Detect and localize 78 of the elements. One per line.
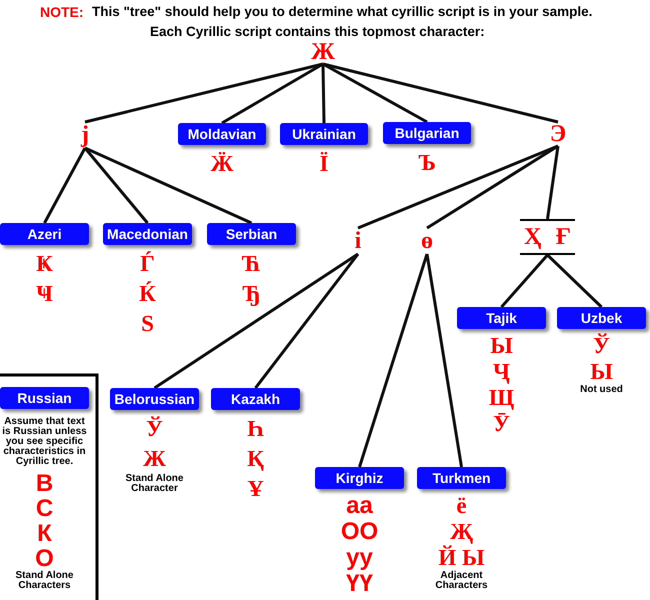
language-box: Russian: [0, 387, 89, 409]
language-box: Bulgarian: [383, 122, 471, 144]
cyrillic-letter: Ҳ: [524, 225, 542, 249]
note-text: Each Cyrillic script contains this topmost character:: [150, 24, 485, 39]
cyrillic-letter: Ў: [593, 333, 610, 359]
cyrillic-letter: Щ: [488, 385, 514, 411]
cyrillic-letter: ОО: [340, 519, 378, 545]
note-text: Stand Alone Character: [124, 474, 184, 494]
cyrillic-letter: Ѕ: [141, 310, 154, 338]
cyrillic-letter: Ж: [311, 40, 335, 64]
cyrillic-letter: Э: [550, 122, 566, 146]
cyrillic-letter: Ҷ: [493, 359, 510, 385]
tree-line: [426, 144, 559, 230]
cyrillic-letter: і: [354, 229, 362, 253]
tree-line: [358, 254, 428, 468]
cyrillic-letter: Ѓ: [140, 250, 155, 278]
language-box: Macedonian: [103, 223, 192, 245]
language-box: Uzbek: [557, 307, 646, 329]
note-text: Assume that text is Russian unless you see specific characteristics in Cyrillic tree.: [1, 417, 88, 467]
cyrillic-letter: Ж: [143, 445, 166, 473]
tree-line: [426, 254, 463, 468]
tree-line: [254, 253, 360, 389]
note-text: This "tree" should help you to determine what cyrillic script is in your sample.: [92, 4, 592, 19]
cyrillic-letter: Й Ы: [438, 545, 485, 570]
cyrillic-letter: Ќ: [139, 280, 156, 308]
note-text: Adjacent Characters: [434, 571, 489, 591]
language-box: Serbian: [207, 223, 296, 245]
letter-bracket-node: [520, 219, 575, 255]
cyrillic-letter: ө: [421, 229, 433, 253]
cyrillic-letter: Ӯ: [493, 411, 510, 437]
note-text: Stand Alone Characters: [14, 571, 74, 591]
tree-line: [500, 254, 549, 308]
tree-line: [221, 62, 324, 124]
cyrillic-letter: Ъ: [418, 149, 436, 177]
language-box: Azeri: [0, 223, 89, 245]
note-heading: NOTE:: [40, 4, 84, 20]
tree-line: [546, 254, 603, 308]
tree-line: [322, 64, 326, 124]
cyrillic-letter: О: [35, 546, 54, 571]
language-box: Belorussian: [110, 388, 199, 410]
cyrillic-letter: ҮҮ: [346, 571, 373, 597]
language-box: Kazakh: [211, 388, 300, 410]
cyrillic-letter: j: [81, 123, 89, 147]
cyrillic-letter: С: [36, 496, 54, 521]
language-box: Moldavian: [178, 123, 266, 145]
cyrillic-letter: уу: [346, 545, 373, 571]
cyrillic-letter: Ҝ: [36, 250, 53, 278]
language-box: Tajik: [457, 307, 546, 329]
cyrillic-letter: Ы: [590, 359, 613, 384]
language-box: Kirghiz: [315, 467, 404, 489]
tree-line: [357, 144, 559, 230]
cyrillic-letter: Ђ: [242, 280, 261, 308]
cyrillic-letter: Ы: [490, 333, 513, 359]
tree-line: [43, 147, 86, 224]
cyrillic-letter: ё: [456, 493, 467, 519]
cyrillic-letter: Ұ: [247, 475, 264, 503]
cyrillic-letter: Ћ: [242, 250, 261, 278]
tree-line: [154, 252, 359, 390]
tree-line: [84, 62, 324, 124]
cyrillic-letter: Ї: [320, 150, 328, 178]
cyrillic-letter: Һ: [247, 415, 264, 443]
cyrillic-letter: В: [36, 471, 54, 496]
cyrillic-letter: Қ: [247, 445, 264, 473]
language-box: Turkmen: [417, 467, 506, 489]
tree-line: [84, 146, 252, 224]
note-text: Not used: [580, 385, 623, 395]
tree-line: [546, 146, 560, 220]
cyrillic-letter: Ғ: [556, 225, 571, 249]
cyrillic-letter: Ў: [146, 415, 163, 443]
language-box: Ukrainian: [280, 123, 368, 145]
cyrillic-letter: Ҹ: [36, 280, 53, 308]
cyrillic-letter: Ӝ: [210, 150, 234, 178]
cyrillic-letter: аа: [346, 493, 373, 519]
tree-line: [322, 62, 428, 124]
cyrillic-letter: К: [37, 521, 52, 546]
cyrillic-letter: Җ: [450, 519, 473, 545]
tree-line: [322, 62, 558, 124]
tree-line: [84, 147, 149, 224]
